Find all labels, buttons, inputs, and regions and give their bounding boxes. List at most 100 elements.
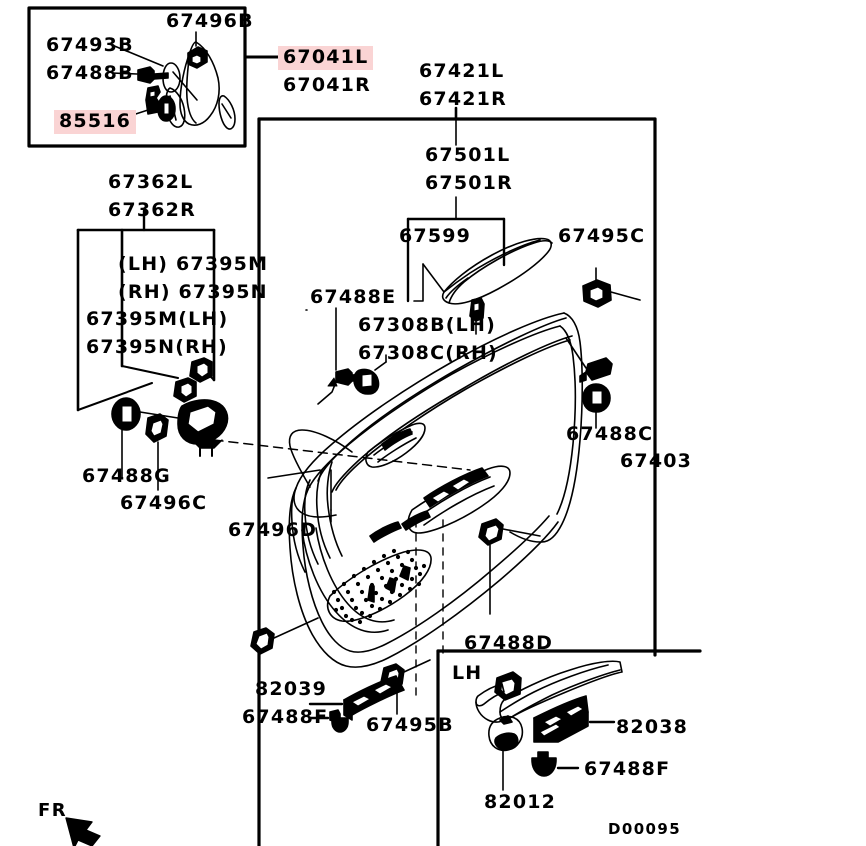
screw-67488F-body — [331, 717, 349, 733]
label-67421L: 67421L — [419, 60, 505, 82]
panel-top-inner — [306, 325, 561, 493]
inset-knob-82012-cap — [494, 732, 519, 751]
label-67488C: 67488C — [566, 423, 654, 445]
leader-67495B-upper — [403, 659, 431, 673]
leader-clip-lower-left — [273, 617, 319, 639]
inset-garnish-tab-end — [499, 715, 513, 725]
label-67308C-rh: 67308C(RH) — [358, 342, 498, 364]
clip-67488D-hole — [484, 524, 500, 542]
washer-67488G-hole — [121, 405, 133, 423]
panel-bottom-edge — [288, 487, 559, 668]
nose-contour-2 — [303, 479, 319, 565]
inset-screw-head — [531, 757, 557, 777]
switch-82039-body — [343, 675, 405, 716]
switch-82039-btn-1 — [351, 695, 371, 707]
leader-67488C-to-panel — [565, 337, 587, 369]
inner-handle-recess — [365, 422, 426, 468]
label-67488B: 67488B — [46, 62, 134, 84]
fr-arrow-glyph — [65, 817, 101, 846]
dashed-leader-grip — [213, 439, 471, 471]
label-67308B-lh: 67308B(LH) — [358, 314, 496, 336]
inset-garnish-line-2 — [509, 669, 621, 719]
mirror-shell-fold — [185, 51, 197, 124]
label-67599: 67599 — [399, 225, 472, 247]
label-82038: 82038 — [616, 716, 689, 738]
leader-67496D-h — [267, 469, 321, 479]
label-82039: 82039 — [255, 678, 328, 700]
lock-switch-1 — [369, 521, 402, 543]
grommet-67308-hole — [361, 373, 373, 388]
panel-nose-upper — [288, 429, 353, 488]
screw-67488C-thread — [579, 371, 587, 383]
label-67488F-inset: 67488F — [584, 758, 671, 780]
inset-garnish-line-1 — [499, 664, 609, 713]
armrest-edge-1 — [448, 239, 553, 304]
label-67493B: 67493B — [46, 34, 134, 56]
upper-strip-shade — [335, 339, 571, 491]
nut-67496B-hole — [191, 54, 202, 65]
speaker-grille-dots — [331, 548, 427, 625]
label-67496D: 67496D — [228, 519, 318, 541]
latch-bezel-tabs — [191, 439, 223, 449]
inner-handle-lever — [381, 428, 413, 451]
speaker-post-3 — [367, 585, 375, 603]
bolt-67488B-head — [137, 66, 155, 84]
clip-lower-left-hole — [255, 632, 270, 650]
grip-clip-2-hole — [180, 382, 193, 398]
label-67495C: 67495C — [558, 225, 646, 247]
latch-bezel-legs — [199, 447, 213, 457]
label-67488D: 67488D — [464, 632, 554, 654]
speaker-post-2 — [399, 565, 411, 581]
upper-strip-bottom — [331, 335, 573, 493]
screw-67488E-head — [335, 368, 353, 386]
switch-82039-btn-2 — [373, 683, 393, 695]
gasket-67493B — [162, 62, 181, 93]
leader-67488B — [111, 72, 138, 75]
clip-67495C-hole — [589, 286, 604, 302]
leader-67488E-arrowhead — [327, 377, 338, 387]
label-inset-lh: LH — [452, 662, 483, 684]
drawing-code: D00095 — [608, 820, 682, 838]
label-82012: 82012 — [484, 791, 557, 813]
grip-clip-1-hole — [196, 362, 209, 378]
armrest-clip-hole — [473, 302, 480, 312]
window-switch-button-2 — [451, 478, 471, 491]
screw-67488C-head — [585, 357, 613, 381]
label-67495B: 67495B — [366, 714, 454, 736]
armrest-body — [441, 237, 552, 305]
armrest-edge-3 — [445, 277, 469, 299]
label-67362R: 67362R — [108, 199, 196, 221]
speaker-grille-outline — [326, 549, 432, 622]
bracket-67362-mid-leader — [121, 365, 179, 379]
switch-82039-edge — [343, 699, 353, 721]
label-67395M-lh: 67395M(LH) — [86, 308, 229, 330]
label-67362L: 67362L — [108, 171, 194, 193]
nose-contour-3 — [315, 469, 331, 559]
label-67488F: 67488F — [242, 706, 329, 728]
inset-garnish-tab — [475, 683, 505, 707]
panel-right-inner — [556, 325, 577, 515]
inset-box-top-left — [27, 6, 247, 148]
label-67395N-rh: 67395N(RH) — [86, 336, 228, 358]
leader-67488D-right — [502, 528, 541, 537]
pocket-outline-2 — [315, 527, 395, 623]
clip-67496C-hole — [150, 419, 164, 437]
latch-bezel-cut — [187, 405, 217, 433]
nose-contour-1 — [290, 487, 306, 573]
leader-67493B — [111, 44, 164, 67]
label-lh-67395M: (LH) 67395M — [118, 253, 269, 275]
label-67403: 67403 — [620, 450, 693, 472]
label-rh-67395N: (RH) 67395N — [118, 281, 268, 303]
upper-strip-top — [317, 317, 567, 482]
inset-switch-btn-1 — [543, 715, 563, 727]
inset-switch-btn-2 — [565, 705, 584, 717]
inset-switch-btn-3 — [539, 723, 561, 737]
inset-switch-82038-body — [533, 711, 589, 743]
label-67488G: 67488G — [82, 465, 171, 487]
label-67041L: 67041L — [278, 46, 374, 70]
armrest-edge-2 — [443, 239, 541, 293]
window-switch-button-1 — [431, 490, 451, 503]
fr-orientation-label: FR — [38, 800, 68, 821]
